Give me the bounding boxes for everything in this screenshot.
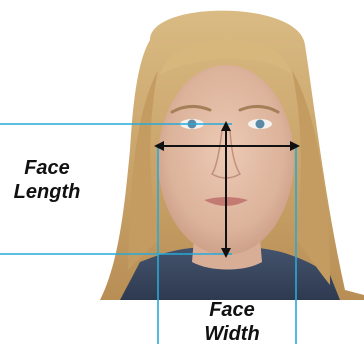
right-iris — [256, 120, 265, 129]
face-length-label-line2: Length — [0, 180, 94, 204]
face-width-label-line2: Width — [178, 322, 286, 346]
face-width-label: Face Width — [178, 298, 286, 346]
face-length-label-line1: Face — [0, 156, 94, 180]
face-width-label-line1: Face — [178, 298, 286, 322]
face-length-label: Face Length — [0, 156, 94, 204]
